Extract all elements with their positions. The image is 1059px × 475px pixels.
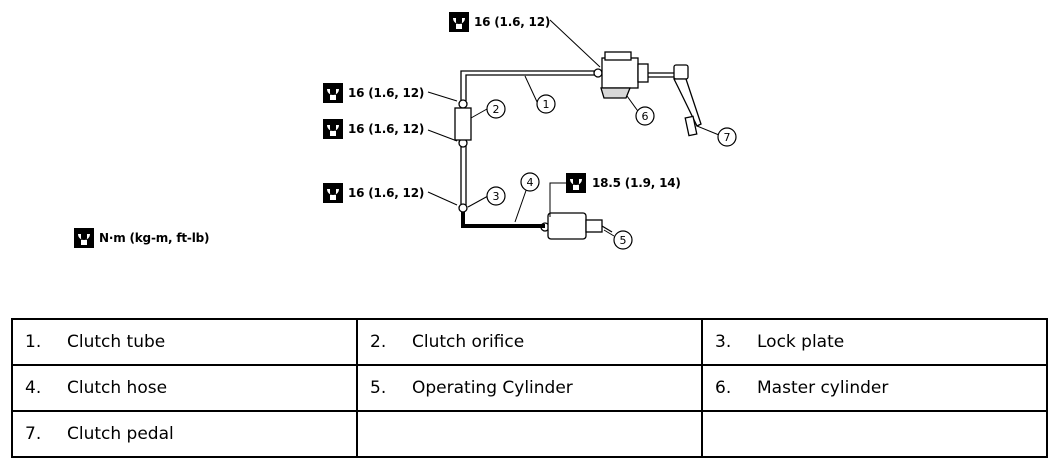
table-row: 1. Clutch tube 2. Clutch orifice 3. Lock pl… (11, 318, 1048, 366)
part-name: Master cylinder (757, 378, 889, 398)
part-name: Clutch hose (67, 378, 168, 398)
torque-label-operating-cylinder: 18.5 (1.9, 14) (566, 173, 681, 193)
part-number: 2. (370, 332, 387, 352)
clutch-orifice (454, 107, 472, 141)
part-number: 7. (25, 424, 42, 444)
table-row: 4. Clutch hose 5. Operating Cylinder 6. Mas… (11, 364, 1048, 412)
svg-text:1: 1 (543, 98, 550, 111)
table-cell: 3. Lock plate (701, 318, 1048, 366)
svg-text:7: 7 (724, 131, 731, 144)
fitting-nuts (458, 68, 603, 232)
clutch-tube (460, 70, 598, 205)
torque-label-master: 16 (1.6, 12) (449, 12, 550, 32)
table-cell: 1. Clutch tube (11, 318, 358, 366)
svg-text:4: 4 (527, 176, 534, 189)
svg-text:6: 6 (642, 110, 649, 123)
svg-text:16 (1.6, 12): 16 (1.6, 12) (474, 15, 550, 29)
clutch-hose (461, 212, 545, 228)
svg-text:5: 5 (620, 234, 627, 247)
part-number: 6. (715, 378, 732, 398)
table-cell (701, 410, 1048, 458)
table-cell (356, 410, 703, 458)
svg-text:18.5 (1.9, 14): 18.5 (1.9, 14) (592, 176, 681, 190)
svg-text:16 (1.6, 12): 16 (1.6, 12) (348, 186, 424, 200)
callout-7: 7 (717, 127, 737, 147)
part-number: 5. (370, 378, 387, 398)
part-number: 1. (25, 332, 42, 352)
part-number: 4. (25, 378, 42, 398)
parts-table: 1. Clutch tube 2. Clutch orifice 3. Lock pl… (11, 318, 1048, 458)
torque-label-orifice-top: 16 (1.6, 12) (323, 83, 424, 103)
svg-text:16 (1.6, 12): 16 (1.6, 12) (348, 122, 424, 136)
part-name: Clutch tube (67, 332, 166, 352)
torque-label-lock-plate: 16 (1.6, 12) (323, 183, 424, 203)
callout-1: 1 (536, 94, 556, 114)
svg-text:N·m (kg-m, ft-lb): N·m (kg-m, ft-lb) (99, 231, 209, 245)
table-cell: 5. Operating Cylinder (356, 364, 703, 412)
part-name: Lock plate (757, 332, 845, 352)
clutch-pedal (672, 64, 702, 137)
callout-4: 4 (520, 172, 540, 192)
table-cell: 2. Clutch orifice (356, 318, 703, 366)
torque-label-orifice-bottom: 16 (1.6, 12) (323, 119, 424, 139)
master-cylinder (600, 51, 675, 99)
part-name: Clutch pedal (67, 424, 174, 444)
callout-2: 2 (486, 99, 506, 119)
operating-cylinder (547, 212, 613, 240)
units-legend: N·m (kg-m, ft-lb) (74, 228, 209, 248)
table-cell: 4. Clutch hose (11, 364, 358, 412)
part-name: Clutch orifice (412, 332, 525, 352)
svg-text:3: 3 (493, 190, 500, 203)
table-row: 7. Clutch pedal (11, 410, 1048, 458)
svg-text:2: 2 (493, 103, 500, 116)
part-name: Operating Cylinder (412, 378, 573, 398)
clutch-system-diagram: 16 (1.6, 12) 16 (1.6, 12) 16 (1.6, 12) 1… (74, 12, 737, 250)
part-number: 3. (715, 332, 732, 352)
callout-6: 6 (635, 106, 655, 126)
table-cell: 6. Master cylinder (701, 364, 1048, 412)
callout-3: 3 (486, 186, 506, 206)
callout-5: 5 (613, 230, 633, 250)
table-cell: 7. Clutch pedal (11, 410, 358, 458)
svg-text:16 (1.6, 12): 16 (1.6, 12) (348, 86, 424, 100)
